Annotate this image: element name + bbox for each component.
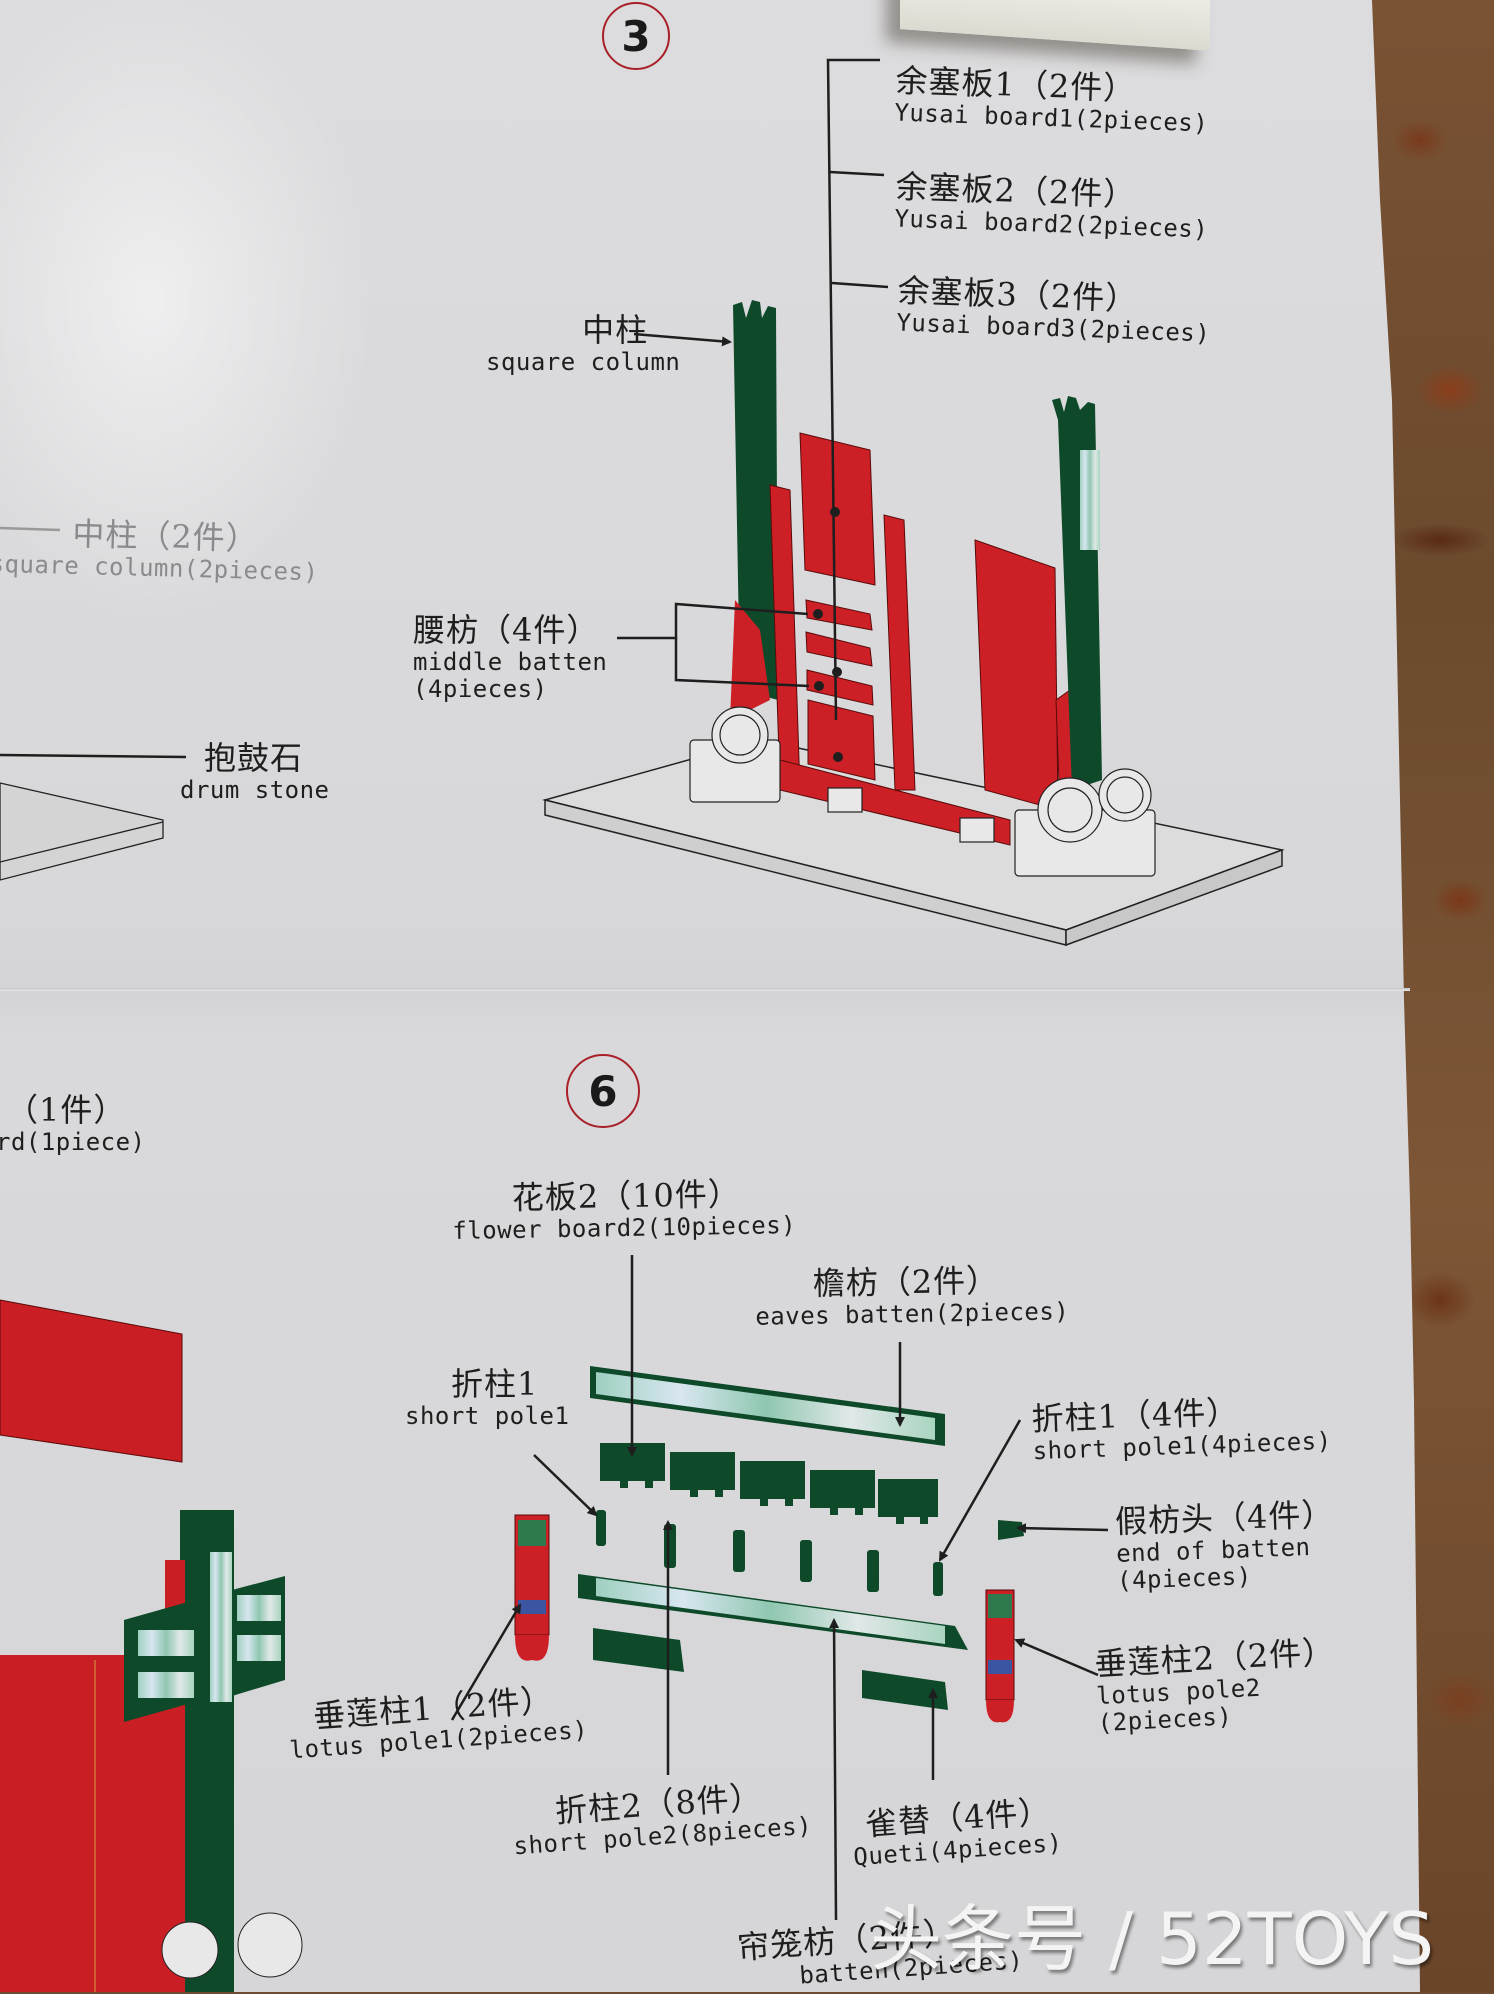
- step6-leader-arrows: [450, 1255, 1109, 1921]
- label-zh: 腰枋（4件）: [413, 611, 600, 649]
- label-square-column-2pieces: 中柱（2件） square column(2pieces): [0, 514, 320, 587]
- left-partial-gate: [0, 1299, 303, 1992]
- label-zh: 中柱: [582, 311, 649, 349]
- end-of-batten-piece: [998, 1520, 1024, 1540]
- label-middle-batten: 腰枋（4件） middle batten (4pieces): [413, 612, 607, 704]
- flower-boards-row: [600, 1443, 938, 1524]
- label-square-column: 中柱 square column: [486, 312, 680, 376]
- label-en: rd(1piece): [0, 1127, 146, 1156]
- label-en: square column: [486, 347, 681, 376]
- label-zh: （1件）: [6, 1091, 127, 1129]
- label-yusai-board-3: 余塞板3（2件） Yusai board3(2pieces): [896, 272, 1212, 348]
- step-6-badge: 6: [566, 1054, 640, 1128]
- label-en-count: (4pieces): [413, 675, 548, 704]
- left-base-plate: [0, 782, 164, 881]
- label-end-of-batten: 假枋头（4件） end of batten (4pieces): [1114, 1495, 1336, 1596]
- step-3-badge: 3: [602, 2, 670, 70]
- queti-pieces: [593, 1628, 948, 1710]
- step3-right-square-column: [1052, 396, 1102, 790]
- step3-left-square-column: [730, 300, 778, 720]
- label-en: eaves batten(2pieces): [755, 1297, 1070, 1331]
- curtain-batten-bottom: [578, 1574, 968, 1650]
- label-flower-board-2: 花板2（10件） flower board2(10pieces): [451, 1175, 796, 1245]
- step3-drum-stones: [689, 706, 1156, 877]
- step3-leader-dots: [813, 507, 843, 762]
- step-number: 6: [588, 1066, 618, 1116]
- step3-leader-lines: [0, 58, 889, 759]
- label-eaves-batten: 檐枋（2件） eaves batten(2pieces): [754, 1261, 1069, 1331]
- label-drum-stone: 抱鼓石 drum stone: [180, 740, 330, 804]
- label-lotus-pole-2: 垂莲柱2（2件） lotus pole2 (2pieces): [1094, 1633, 1339, 1738]
- label-yusai-board-2: 余塞板2（2件） Yusai board2(2pieces): [894, 168, 1210, 244]
- label-en: drum stone: [180, 775, 330, 804]
- eaves-batten-top: [590, 1366, 945, 1446]
- label-short-pole-1-right: 折柱1（4件） short pole1(4pieces): [1031, 1391, 1332, 1466]
- lotus-pole-2: [985, 1589, 1015, 1723]
- label-zh: 抱鼓石: [204, 739, 304, 777]
- step-number: 3: [621, 11, 651, 61]
- lotus-pole-1: [514, 1514, 550, 1661]
- label-short-pole-1-left: 折柱1 short pole1: [405, 1366, 569, 1430]
- label-yusai-board-1: 余塞板1（2件） Yusai board1(2pieces): [894, 62, 1210, 138]
- paper-fold-line: [0, 988, 1410, 991]
- label-en: short pole1: [405, 1401, 570, 1430]
- watermark: 头条号 / 52TOYS: [870, 1897, 1435, 1981]
- label-partial-board: （1件） rd(1piece): [0, 1092, 146, 1156]
- label-zh: 折柱1: [451, 1365, 539, 1403]
- label-en: middle batten: [413, 647, 608, 676]
